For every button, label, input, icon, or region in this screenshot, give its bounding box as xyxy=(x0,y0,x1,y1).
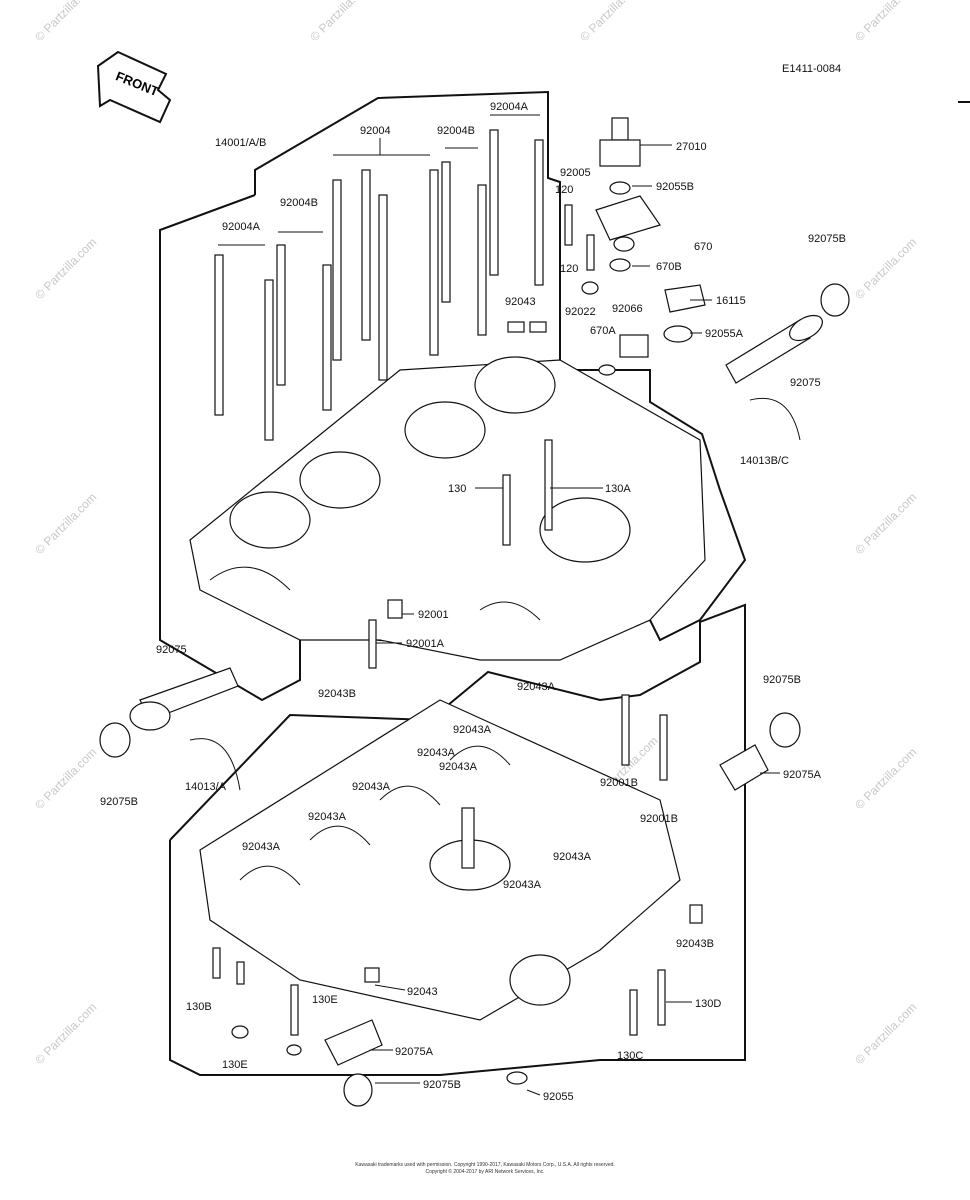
shaft-right xyxy=(719,712,801,791)
watermark: © Partzilla.com xyxy=(32,0,99,44)
leader-lines xyxy=(218,114,780,1096)
copyright-line: Copyright © 2004-2017 by ARI Network Ser… xyxy=(425,1168,544,1175)
copyright-line: Kawasaki trademarks used with permission… xyxy=(355,1162,615,1168)
watermark: © Partzilla.com xyxy=(577,0,644,44)
front-arrow-icon: FRONT xyxy=(96,50,172,124)
part-label: 14013/A xyxy=(185,781,227,793)
part-label: 92055 xyxy=(543,1091,574,1103)
watermark: © Partzilla.com xyxy=(852,1000,919,1067)
shaft-left xyxy=(99,667,241,791)
watermark: © Partzilla.com xyxy=(852,490,919,557)
part-label: 92022 xyxy=(565,306,596,318)
part-label: 92004B xyxy=(437,125,475,137)
part-label: 92043 xyxy=(505,296,536,308)
part-label: 120 xyxy=(560,263,578,275)
diagram-code: E1411-0084 xyxy=(782,63,841,75)
shaft-upper-right xyxy=(725,283,850,441)
part-label: 92043A xyxy=(553,851,592,863)
part-label: 120 xyxy=(555,184,573,196)
watermark: © Partzilla.com xyxy=(852,235,919,302)
part-label: 27010 xyxy=(676,141,707,153)
part-label: 92043A xyxy=(308,811,347,823)
part-label: 92043A xyxy=(517,681,556,693)
part-label: 130B xyxy=(186,1001,212,1013)
part-label: 92075A xyxy=(395,1046,434,1058)
part-label: 92001 xyxy=(418,609,449,621)
part-label: 92075B xyxy=(423,1079,461,1091)
part-labels: 14001/A/B 92004 92004A 92004B 92004B 920… xyxy=(100,101,846,1103)
watermark: © Partzilla.com xyxy=(32,235,99,302)
part-label: 92043 xyxy=(407,986,438,998)
part-label: 92004A xyxy=(490,101,529,113)
part-label: 92075B xyxy=(763,674,801,686)
part-label: 670 xyxy=(694,241,712,253)
part-label: 92043B xyxy=(318,688,356,700)
part-label: 130E xyxy=(222,1059,248,1071)
watermark: © Partzilla.com xyxy=(307,0,374,44)
part-label: 92001B xyxy=(600,777,638,789)
part-label: 92005 xyxy=(560,167,591,179)
part-label: 92075 xyxy=(790,377,821,389)
part-label: 92043A xyxy=(242,841,281,853)
part-label: 92043A xyxy=(352,781,391,793)
part-label: 130A xyxy=(605,483,631,495)
watermark: © Partzilla.com xyxy=(32,1000,99,1067)
part-label: 92075B xyxy=(808,233,846,245)
watermark: © Partzilla.com xyxy=(32,745,99,812)
upper-crankcase xyxy=(189,356,706,661)
part-label: 92055B xyxy=(656,181,694,193)
watermark: © Partzilla.com xyxy=(32,490,99,557)
part-label: 92075A xyxy=(783,769,822,781)
part-label: 92043B xyxy=(676,938,714,950)
bottom-parts xyxy=(212,904,703,1107)
watermark: © Partzilla.com xyxy=(852,0,919,44)
part-label: 92004A xyxy=(222,221,261,233)
oil-pressure-switch xyxy=(507,117,706,376)
part-label: 92075B xyxy=(100,796,138,808)
part-label: 92043A xyxy=(439,761,478,773)
part-label: 92004 xyxy=(360,125,391,137)
part-label: 92066 xyxy=(612,303,643,315)
part-label: 14013B/C xyxy=(740,455,789,467)
part-label: 670B xyxy=(656,261,682,273)
part-label: 92001B xyxy=(640,813,678,825)
lower-crankcase xyxy=(199,694,681,1021)
part-label: 92043A xyxy=(503,879,542,891)
part-label: 92055A xyxy=(705,328,744,340)
part-label: 92043A xyxy=(417,747,456,759)
part-label: 92043A xyxy=(453,724,492,736)
part-label: 130D xyxy=(695,998,721,1010)
watermark: © Partzilla.com xyxy=(852,745,919,812)
part-label: 130C xyxy=(617,1050,643,1062)
part-label: 670A xyxy=(590,325,616,337)
upper-group-outline xyxy=(159,90,747,702)
part-label: 14001/A/B xyxy=(215,137,266,149)
part-label: 92075 xyxy=(156,644,187,656)
part-label: 130E xyxy=(312,994,338,1006)
stud-bolts-upper xyxy=(214,129,544,441)
part-label: 16115 xyxy=(716,295,746,307)
part-label: 92004B xyxy=(280,197,318,209)
part-label: 92001A xyxy=(406,638,445,650)
part-label: 130 xyxy=(448,483,466,495)
